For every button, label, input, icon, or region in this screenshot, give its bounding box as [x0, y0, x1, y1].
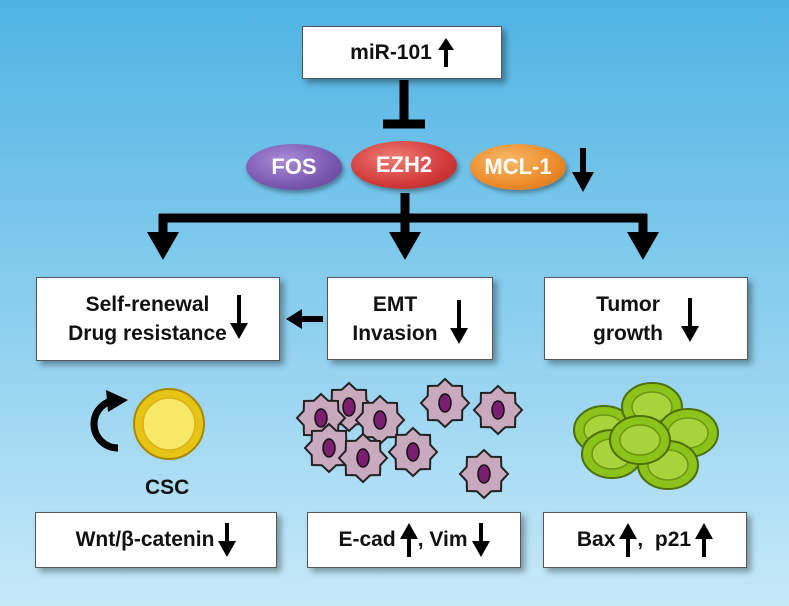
down-arrow-icon: [218, 523, 237, 557]
down-arrow-icon: [471, 523, 490, 557]
targets-down-arrow: [572, 148, 594, 192]
branch-arrow-right: [627, 214, 659, 260]
marker-bax-label: Bax: [576, 528, 616, 551]
mir101-box: miR-101: [302, 26, 502, 79]
down-arrow-icon: [680, 297, 699, 342]
down-arrow-icon: [449, 299, 468, 344]
up-arrow-icon: [695, 523, 714, 557]
self-renewal-cycle-icon: [90, 390, 128, 452]
mir101-label: miR-101: [350, 40, 432, 64]
invasive-cell-cluster: [295, 377, 524, 500]
invasive-cell: [337, 432, 389, 484]
up-arrow-icon: [437, 37, 454, 67]
branch-arrow-left: [147, 214, 179, 260]
marker-wnt-label: Wnt/β-catenin: [75, 528, 215, 551]
emt-to-selfrenewal-arrow: [286, 309, 323, 329]
mcl1-label: MCL-1: [484, 154, 552, 179]
fos-node: FOS: [246, 144, 342, 190]
tumor-cell: [609, 415, 671, 465]
csc-label: CSC: [145, 476, 190, 499]
down-arrow-icon: [229, 295, 248, 339]
invasive-cell: [387, 426, 439, 478]
up-arrow-icon: [619, 523, 638, 557]
outcome-emt-line1: EMT: [372, 292, 418, 316]
tumor-cell-cluster: [573, 382, 719, 490]
fos-label: FOS: [271, 154, 317, 179]
marker-box-emt: E-cad , Vim: [307, 512, 521, 568]
outcome-box-selfrenewal: Self-renewal Drug resistance: [36, 277, 280, 361]
outcome-selfrenewal-line2: Drug resistance: [68, 322, 227, 345]
outcome-box-tumor: Tumor growth: [544, 277, 748, 360]
marker-vim-label: , Vim: [417, 528, 468, 551]
marker-box-tumor: Bax , p21: [543, 512, 747, 568]
csc-cell: [133, 388, 205, 460]
outcome-selfrenewal-line1: Self-renewal: [85, 293, 210, 316]
outcome-tumor-line2: growth: [593, 321, 663, 345]
invasive-cell: [419, 377, 471, 429]
ezh2-label: EZH2: [375, 152, 433, 177]
up-arrow-icon: [399, 523, 418, 557]
outcome-emt-line2: Invasion: [352, 321, 438, 345]
invasive-cell: [354, 394, 406, 446]
branch-arrow-middle: [389, 214, 421, 260]
outcome-tumor-line1: Tumor: [596, 292, 660, 316]
invasive-cell: [458, 448, 510, 500]
marker-p21-label: , p21: [637, 528, 692, 551]
mcl1-node: MCL-1: [470, 144, 566, 190]
ezh2-node: EZH2: [351, 141, 457, 189]
marker-ecad-label: E-cad: [338, 528, 396, 551]
marker-box-wnt: Wnt/β-catenin: [35, 512, 277, 568]
invasive-cell: [472, 384, 524, 436]
outcome-box-emt: EMT Invasion: [327, 277, 493, 360]
